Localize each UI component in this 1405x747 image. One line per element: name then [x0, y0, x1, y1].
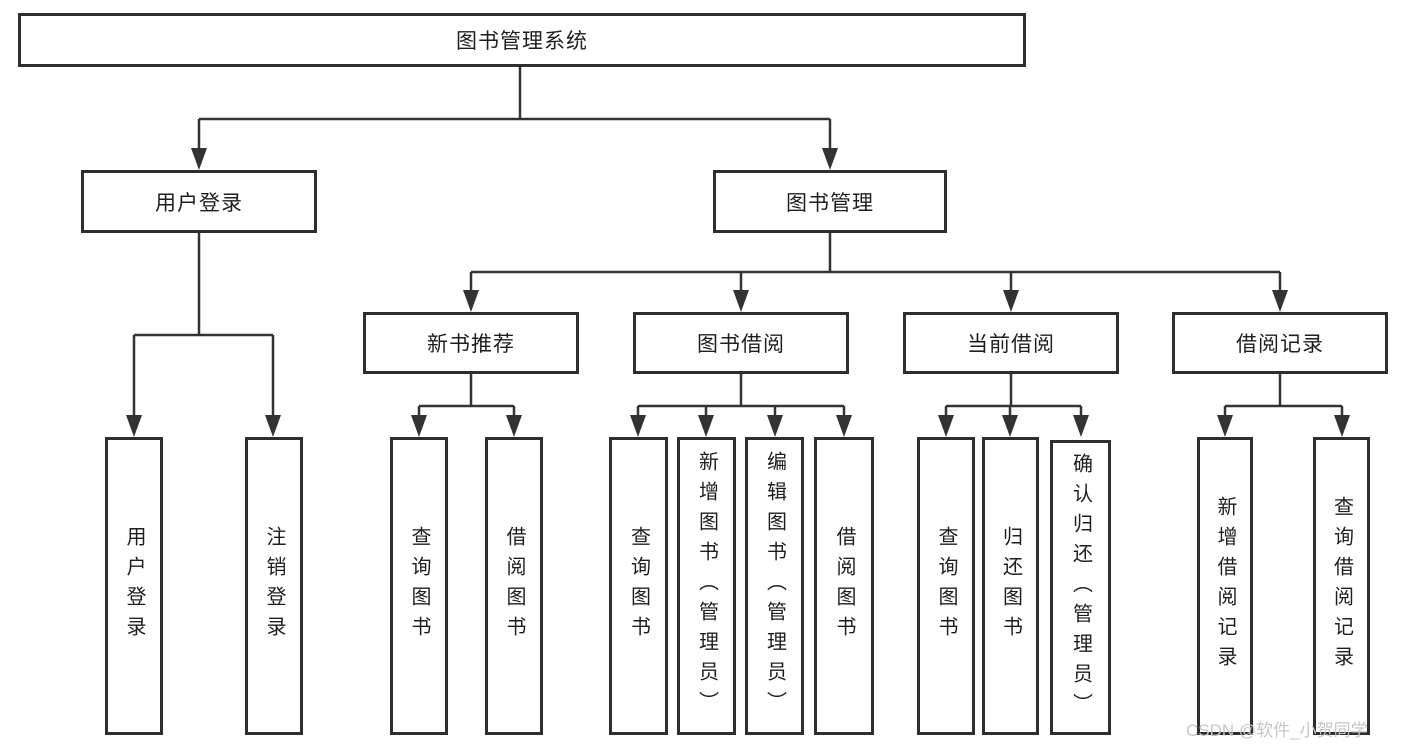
edge-root-to-level2 — [191, 67, 838, 170]
arrowhead — [1073, 415, 1089, 437]
arrowhead — [463, 290, 479, 312]
arrowhead — [767, 415, 783, 437]
arrowhead — [836, 415, 852, 437]
leaf-edit-book-admin-label: 编辑图书（管理员） — [763, 451, 786, 721]
leaf-edit-book-admin: 编辑图书（管理员） — [745, 437, 804, 735]
arrowhead — [1334, 415, 1350, 437]
leaf-current-query-book-label: 查询图书 — [935, 526, 957, 646]
leaf-query-borrow-record: 查询借阅记录 — [1313, 437, 1370, 735]
leaf-user-login: 用户登录 — [105, 437, 163, 735]
leaf-borrow-query-book-label: 查询图书 — [627, 526, 650, 646]
node-book-management-label: 图书管理 — [786, 191, 874, 215]
node-borrow-record: 借阅记录 — [1172, 312, 1388, 374]
node-book-management: 图书管理 — [713, 170, 947, 233]
edge-current-borrow-to-leaves — [938, 374, 1089, 437]
node-root-label: 图书管理系统 — [456, 30, 588, 53]
arrowhead — [1217, 415, 1233, 437]
leaf-logout: 注销登录 — [245, 437, 303, 735]
leaf-borrow-query-book: 查询图书 — [609, 437, 668, 735]
edge-borrow-record-to-leaves — [1217, 374, 1350, 437]
leaf-return-book-label: 归还图书 — [999, 526, 1022, 646]
arrowhead — [126, 415, 142, 437]
arrowhead — [698, 415, 714, 437]
arrowhead — [938, 415, 954, 437]
leaf-borrow-borrow-book: 借阅图书 — [814, 437, 874, 735]
arrowhead — [506, 415, 522, 437]
node-current-borrow: 当前借阅 — [903, 312, 1119, 374]
node-current-borrow-label: 当前借阅 — [967, 333, 1055, 356]
leaf-recommend-borrow-book: 借阅图书 — [485, 437, 543, 735]
leaf-borrow-borrow-book-label: 借阅图书 — [833, 526, 855, 646]
node-book-borrow-label: 图书借阅 — [697, 333, 785, 356]
leaf-confirm-return-admin-label: 确认归还（管理员） — [1069, 452, 1092, 723]
edge-new-book-recommend-to-leaves — [411, 374, 522, 437]
node-new-book-recommend-label: 新书推荐 — [427, 333, 515, 356]
node-borrow-record-label: 借阅记录 — [1236, 333, 1324, 356]
leaf-add-borrow-record: 新增借阅记录 — [1197, 437, 1253, 735]
edge-book-borrow-to-leaves — [630, 374, 852, 437]
arrowhead — [822, 148, 838, 170]
arrowhead — [411, 415, 427, 437]
arrowhead — [1272, 290, 1288, 312]
leaf-add-book-admin-label: 新增图书（管理员） — [695, 451, 718, 721]
arrowhead — [1002, 415, 1018, 437]
arrowhead — [265, 415, 281, 437]
node-user-login-label: 用户登录 — [155, 191, 243, 215]
leaf-recommend-query-book-label: 查询图书 — [408, 526, 430, 646]
leaf-add-borrow-record-label: 新增借阅记录 — [1214, 496, 1236, 676]
node-root: 图书管理系统 — [18, 13, 1026, 67]
node-new-book-recommend: 新书推荐 — [363, 312, 579, 374]
leaf-user-login-label: 用户登录 — [123, 526, 145, 646]
leaf-confirm-return-admin: 确认归还（管理员） — [1050, 440, 1111, 735]
csdn-watermark: CSDN @软件_小贺同学 — [1186, 721, 1368, 740]
edge-user-login-to-leaves — [126, 233, 281, 437]
arrowhead — [630, 415, 646, 437]
arrowhead — [1003, 290, 1019, 312]
leaf-recommend-borrow-book-label: 借阅图书 — [503, 526, 525, 646]
leaf-current-query-book: 查询图书 — [917, 437, 975, 735]
node-book-borrow: 图书借阅 — [633, 312, 849, 374]
node-user-login: 用户登录 — [81, 170, 317, 233]
edge-book-management-to-level3 — [463, 233, 1288, 312]
leaf-add-book-admin: 新增图书（管理员） — [677, 437, 736, 735]
leaf-logout-label: 注销登录 — [263, 526, 285, 646]
leaf-recommend-query-book: 查询图书 — [390, 437, 448, 735]
leaf-query-borrow-record-label: 查询借阅记录 — [1330, 496, 1353, 676]
arrowhead — [733, 290, 749, 312]
leaf-return-book: 归还图书 — [982, 437, 1039, 735]
arrowhead — [191, 148, 207, 170]
